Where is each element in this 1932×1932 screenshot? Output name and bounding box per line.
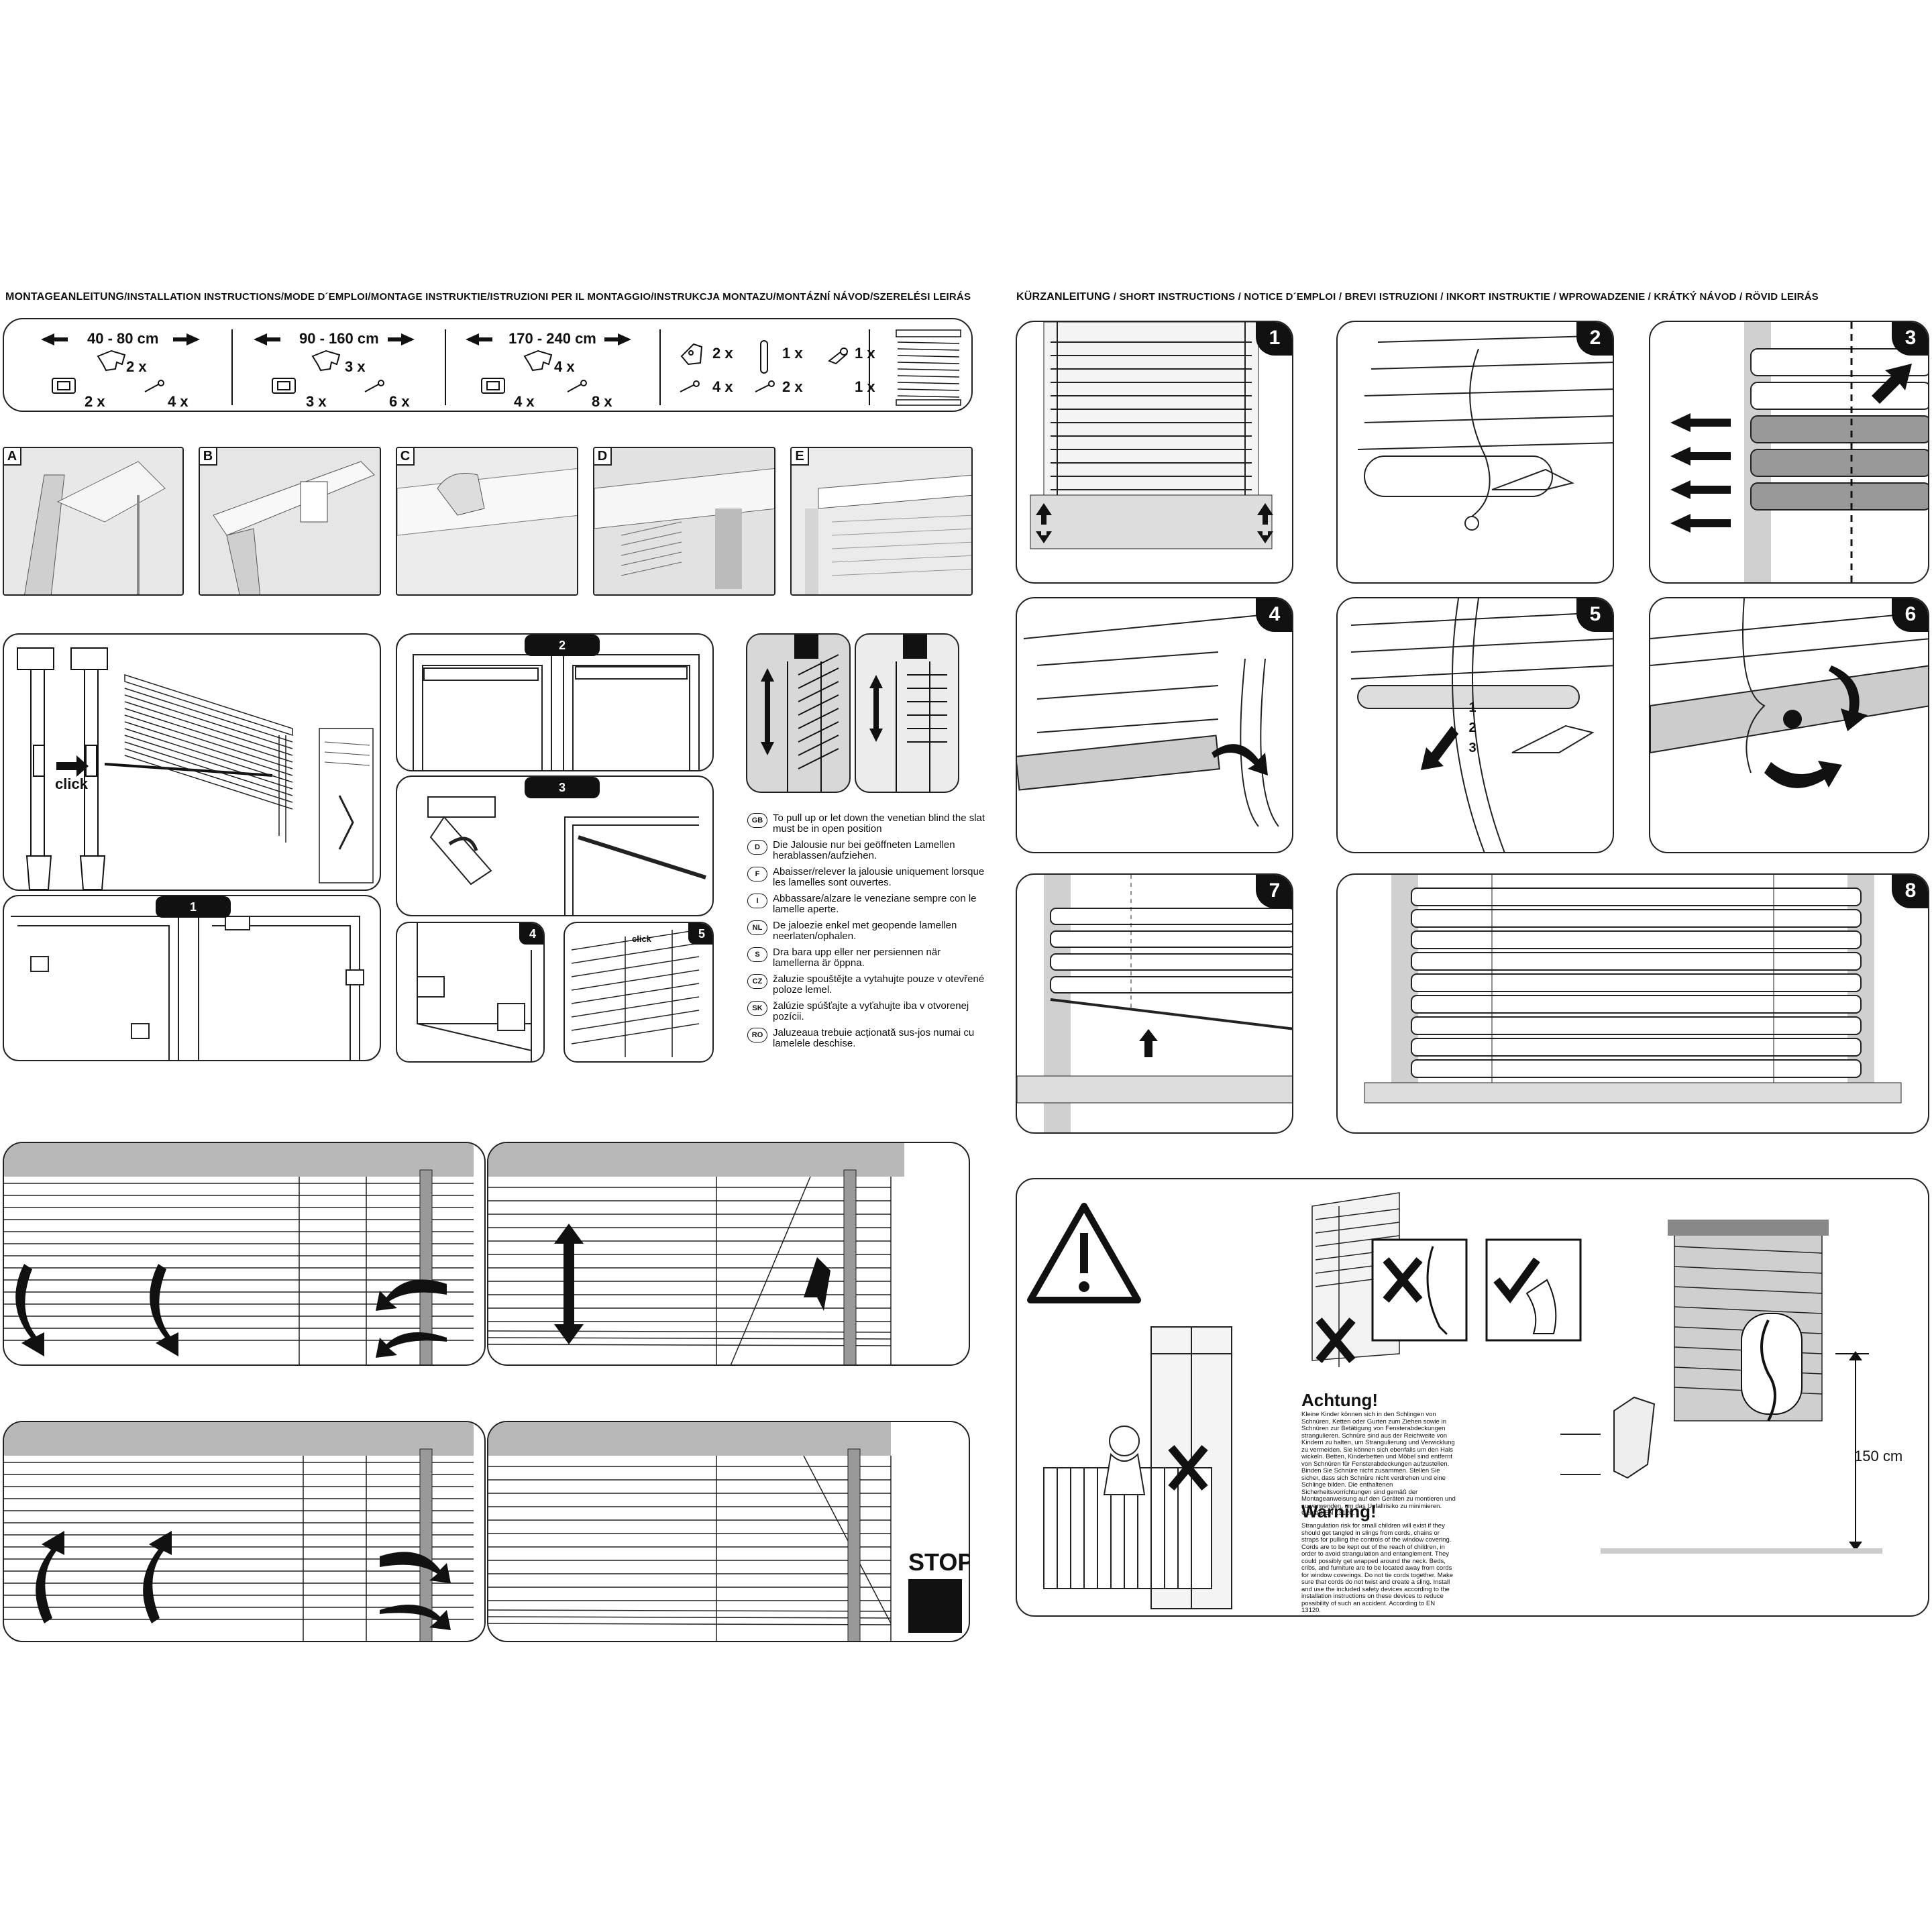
short-step-2-panel: 2 bbox=[1336, 321, 1614, 584]
operation-tilt-close-panel bbox=[3, 1421, 486, 1642]
right-header-rest: / SHORT INSTRUCTIONS / NOTICE D´EMPLOI /… bbox=[1110, 291, 1819, 303]
warning-text-en: Strangulation risk for small children wi… bbox=[1301, 1522, 1454, 1614]
short-step-6-panel: 6 bbox=[1649, 597, 1929, 853]
short-step-7-panel: 7 bbox=[1016, 873, 1293, 1134]
clip-qty-1: 2 x bbox=[85, 393, 105, 410]
warning-title-de: Achtung! bbox=[1301, 1390, 1379, 1410]
short-step-1-number: 1 bbox=[1256, 322, 1292, 356]
step-letter-c: C bbox=[397, 448, 415, 466]
mount-step-4-tab: 4 bbox=[519, 923, 543, 945]
click-label: click bbox=[55, 775, 88, 792]
safety-warning-panel: Achtung! Kleine Kinder können sich in de… bbox=[1016, 1178, 1929, 1617]
bracket-qty-1: 2 x bbox=[126, 358, 147, 375]
warning-title-en: Warning! bbox=[1301, 1501, 1377, 1521]
bracket-qty-2: 3 x bbox=[345, 358, 366, 375]
slat-number-list: 1 2 3 bbox=[1465, 698, 1480, 758]
mount-step-3-panel: 3 bbox=[396, 775, 714, 916]
mount-step-1-tab: 1 bbox=[156, 896, 231, 918]
range-label-2: 90 - 160 cm bbox=[299, 330, 379, 347]
clip-qty-2: 3 x bbox=[306, 393, 327, 410]
mount-step-5-tab: 5 bbox=[688, 923, 712, 945]
blind-qty: 1 x bbox=[855, 378, 875, 395]
cord-height-label: 150 cm bbox=[1854, 1448, 1903, 1464]
operation-stop-panel: STOP bbox=[487, 1421, 970, 1642]
warning-text-de: Kleine Kinder können sich in den Schling… bbox=[1301, 1411, 1456, 1517]
slat-number-1: 1 bbox=[1468, 700, 1477, 715]
short-step-5-panel: 1 2 3 5 bbox=[1336, 597, 1614, 853]
right-header: KÜRZANLEITUNG / SHORT INSTRUCTIONS / NOT… bbox=[1016, 291, 1819, 303]
holder-qty: 2 x bbox=[712, 345, 733, 362]
short-step-6-number: 6 bbox=[1892, 598, 1928, 632]
range-label-3: 170 - 240 cm bbox=[508, 330, 596, 347]
short-step-4-number: 4 bbox=[1256, 598, 1292, 632]
left-header: MONTAGEANLEITUNG/INSTALLATION INSTRUCTIO… bbox=[5, 291, 971, 303]
screw-qty-2: 6 x bbox=[389, 393, 410, 410]
stop-label: STOP bbox=[908, 1548, 970, 1576]
parts-list-panel: 40 - 80 cm 90 - 160 cm 170 - 240 cm 2 x … bbox=[3, 318, 973, 412]
parts-drawing bbox=[41, 329, 961, 406]
tilt-open-diagram bbox=[746, 633, 851, 793]
mount-step-2-tab: 2 bbox=[525, 635, 600, 656]
step-photo-c: C bbox=[396, 447, 578, 596]
wand-screw-qty: 2 x bbox=[782, 378, 803, 395]
mount-step-4-panel: 4 bbox=[396, 922, 545, 1063]
short-step-3-number: 3 bbox=[1892, 322, 1928, 356]
short-step-3-panel: 3 bbox=[1649, 321, 1929, 584]
safety-drawing bbox=[1027, 1192, 1882, 1609]
step-letter-b: B bbox=[200, 448, 217, 466]
step-photo-d: D bbox=[593, 447, 775, 596]
clip-qty-3: 4 x bbox=[514, 393, 535, 410]
mount-overview-panel: click bbox=[3, 633, 381, 891]
left-header-rest: /INSTALLATION INSTRUCTIONS/MODE D´EMPLOI… bbox=[124, 291, 971, 303]
mount-step-2-panel: 2 bbox=[396, 633, 714, 771]
short-step-8-panel: 8 bbox=[1336, 873, 1929, 1134]
bracket-qty-3: 4 x bbox=[554, 358, 575, 375]
mount-overview-drawing bbox=[17, 647, 374, 890]
step-letter-e: E bbox=[792, 448, 809, 466]
short-step-7-number: 7 bbox=[1256, 875, 1292, 908]
screw-qty-1: 4 x bbox=[168, 393, 189, 410]
short-step-5-number: 5 bbox=[1576, 598, 1613, 632]
hook-qty: 1 x bbox=[855, 345, 875, 362]
step-photo-e: E bbox=[790, 447, 973, 596]
step-photo-a: A bbox=[3, 447, 184, 596]
tilt-closed-diagram bbox=[855, 633, 959, 793]
short-step-2-number: 2 bbox=[1576, 322, 1613, 356]
click-label-5: click bbox=[632, 934, 651, 944]
range-label-1: 40 - 80 cm bbox=[87, 330, 159, 347]
mount-step-1-panel: 1 bbox=[3, 895, 381, 1061]
mount-step-5-panel: click 5 bbox=[564, 922, 714, 1063]
operation-tilt-open-panel bbox=[3, 1142, 486, 1366]
left-header-bold: MONTAGEANLEITUNG bbox=[5, 291, 125, 303]
wand-qty: 1 x bbox=[782, 345, 803, 362]
step-letter-d: D bbox=[594, 448, 612, 466]
holder-screw-qty: 4 x bbox=[712, 378, 733, 395]
screw-qty-3: 8 x bbox=[592, 393, 612, 410]
short-step-8-number: 8 bbox=[1892, 875, 1928, 908]
right-header-bold: KÜRZANLEITUNG bbox=[1016, 291, 1111, 303]
step-photo-b: B bbox=[199, 447, 381, 596]
slat-number-3: 3 bbox=[1468, 741, 1477, 755]
mount-step-3-tab: 3 bbox=[525, 777, 600, 798]
slat-number-2: 2 bbox=[1468, 720, 1477, 735]
short-step-1-panel: 1 bbox=[1016, 321, 1293, 584]
short-step-4-panel: 4 bbox=[1016, 597, 1293, 853]
operation-raise-lower-panel bbox=[487, 1142, 970, 1366]
step-letter-a: A bbox=[4, 448, 21, 466]
